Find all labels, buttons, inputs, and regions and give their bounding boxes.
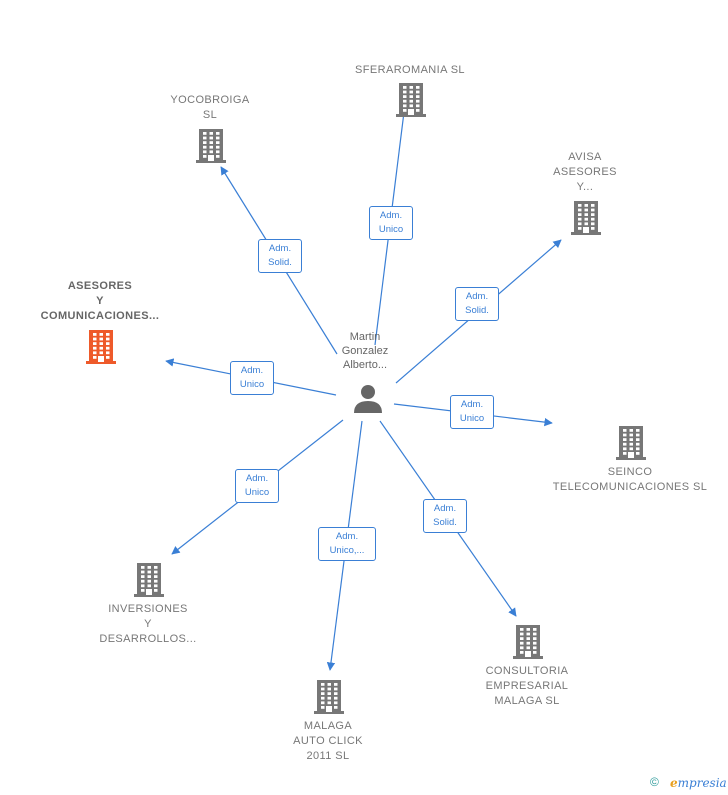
role-badge-inversiones[interactable]: Adm. Unico bbox=[235, 469, 279, 503]
company-label-malaga[interactable]: MALAGA AUTO CLICK 2011 SL bbox=[293, 720, 363, 762]
building-icon-inversiones[interactable] bbox=[134, 563, 164, 602]
building-icon-sferaromania[interactable] bbox=[396, 83, 426, 122]
building-icon-avisa[interactable] bbox=[571, 201, 601, 240]
role-badge-consultoria[interactable]: Adm. Solid. bbox=[423, 499, 467, 533]
role-badge-asesores[interactable]: Adm. Unico bbox=[230, 361, 274, 395]
role-badge-seinco[interactable]: Adm. Unico bbox=[450, 395, 494, 429]
company-label-inversiones[interactable]: INVERSIONES Y DESARROLLOS... bbox=[99, 603, 197, 645]
role-badge-malaga[interactable]: Adm. Unico,... bbox=[318, 527, 376, 561]
person-icon[interactable] bbox=[352, 383, 384, 415]
building-icon-asesores[interactable] bbox=[86, 330, 116, 369]
role-badge-yocobroiga[interactable]: Adm. Solid. bbox=[258, 239, 302, 273]
building-icon-malaga[interactable] bbox=[314, 680, 344, 719]
building-icon-seinco[interactable] bbox=[616, 426, 646, 465]
empresia-logo[interactable]: empresia bbox=[670, 776, 727, 790]
person-name[interactable]: Martin Gonzalez Alberto... bbox=[341, 331, 389, 371]
company-label-avisa[interactable]: AVISA ASESORES Y... bbox=[553, 151, 617, 193]
building-icon-yocobroiga[interactable] bbox=[196, 129, 226, 168]
company-label-sferaromania[interactable]: SFERAROMANIA SL bbox=[355, 64, 465, 76]
building-icon-consultoria[interactable] bbox=[513, 625, 543, 664]
company-label-yocobroiga[interactable]: YOCOBROIGA SL bbox=[170, 94, 250, 121]
company-label-asesores[interactable]: ASESORES Y COMUNICACIONES... bbox=[40, 280, 160, 322]
role-badge-sferaromania[interactable]: Adm. Unico bbox=[369, 206, 413, 240]
company-label-consultoria[interactable]: CONSULTORIA EMPRESARIAL MALAGA SL bbox=[485, 665, 569, 707]
role-badge-avisa[interactable]: Adm. Solid. bbox=[455, 287, 499, 321]
copyright-icon: © bbox=[650, 775, 659, 789]
company-label-seinco[interactable]: SEINCO TELECOMUNICACIONES SL bbox=[552, 466, 708, 493]
